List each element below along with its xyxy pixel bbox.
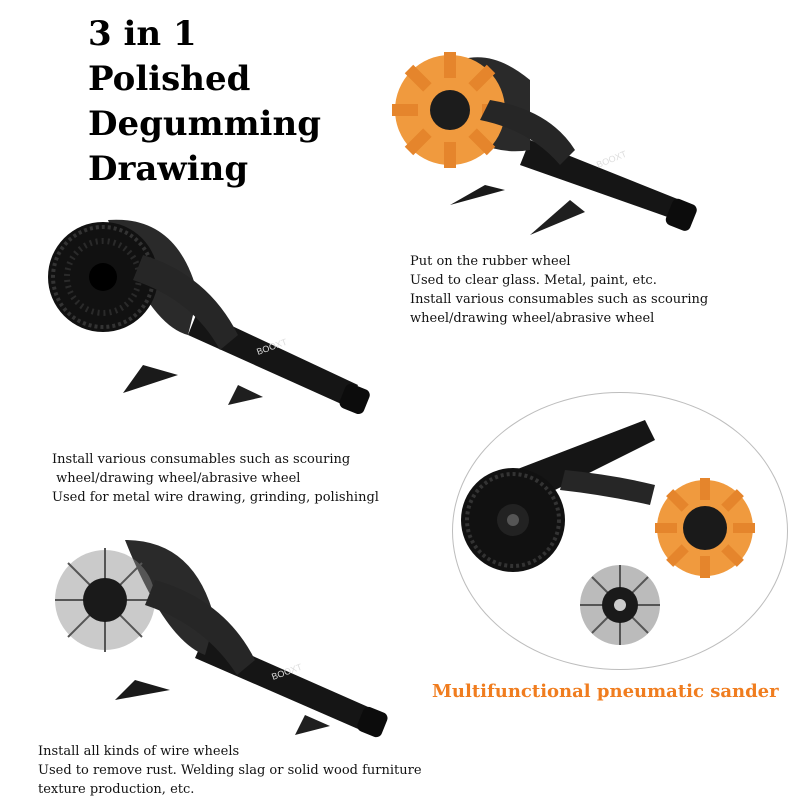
sander-wire-wheel-image: BOOXT <box>55 540 388 738</box>
description-line: Install various consumables such as scou… <box>52 452 351 467</box>
headline: 3 in 1 Polished Degumming Drawing <box>88 12 321 192</box>
headline-line: Degumming <box>88 104 321 144</box>
sander-rubber-wheel-image: BOOXT <box>392 52 697 235</box>
description-line: Install various consumables such as scou… <box>410 292 709 307</box>
accessories-image <box>461 420 755 645</box>
description-line: Used to remove rust. Welding slag or sol… <box>38 763 422 778</box>
abrasive-wheel-description: Install various consumables such as scou… <box>52 450 379 507</box>
description-line: Put on the rubber wheel <box>410 254 571 269</box>
description-line: Install all kinds of wire wheels <box>38 744 240 759</box>
headline-line: 3 in 1 <box>88 14 197 54</box>
rubber-wheel-description: Put on the rubber wheel Used to clear gl… <box>410 252 708 328</box>
description-line: wheel/drawing wheel/abrasive wheel <box>410 311 655 326</box>
brand-label: BOOXT <box>595 149 628 170</box>
sander-abrasive-wheel-image: BOOXT <box>48 219 370 415</box>
highlight-caption: Multifunctional pneumatic sander <box>432 681 779 702</box>
wire-wheel-description: Install all kinds of wire wheels Used to… <box>38 742 422 799</box>
description-line: Used to clear glass. Metal, paint, etc. <box>410 273 657 288</box>
headline-line: Drawing <box>88 149 249 189</box>
description-line: Used for metal wire drawing, grinding, p… <box>52 490 379 505</box>
description-line: wheel/drawing wheel/abrasive wheel <box>52 471 301 486</box>
description-line: texture production, etc. <box>38 782 195 797</box>
headline-line: Polished <box>88 59 251 99</box>
